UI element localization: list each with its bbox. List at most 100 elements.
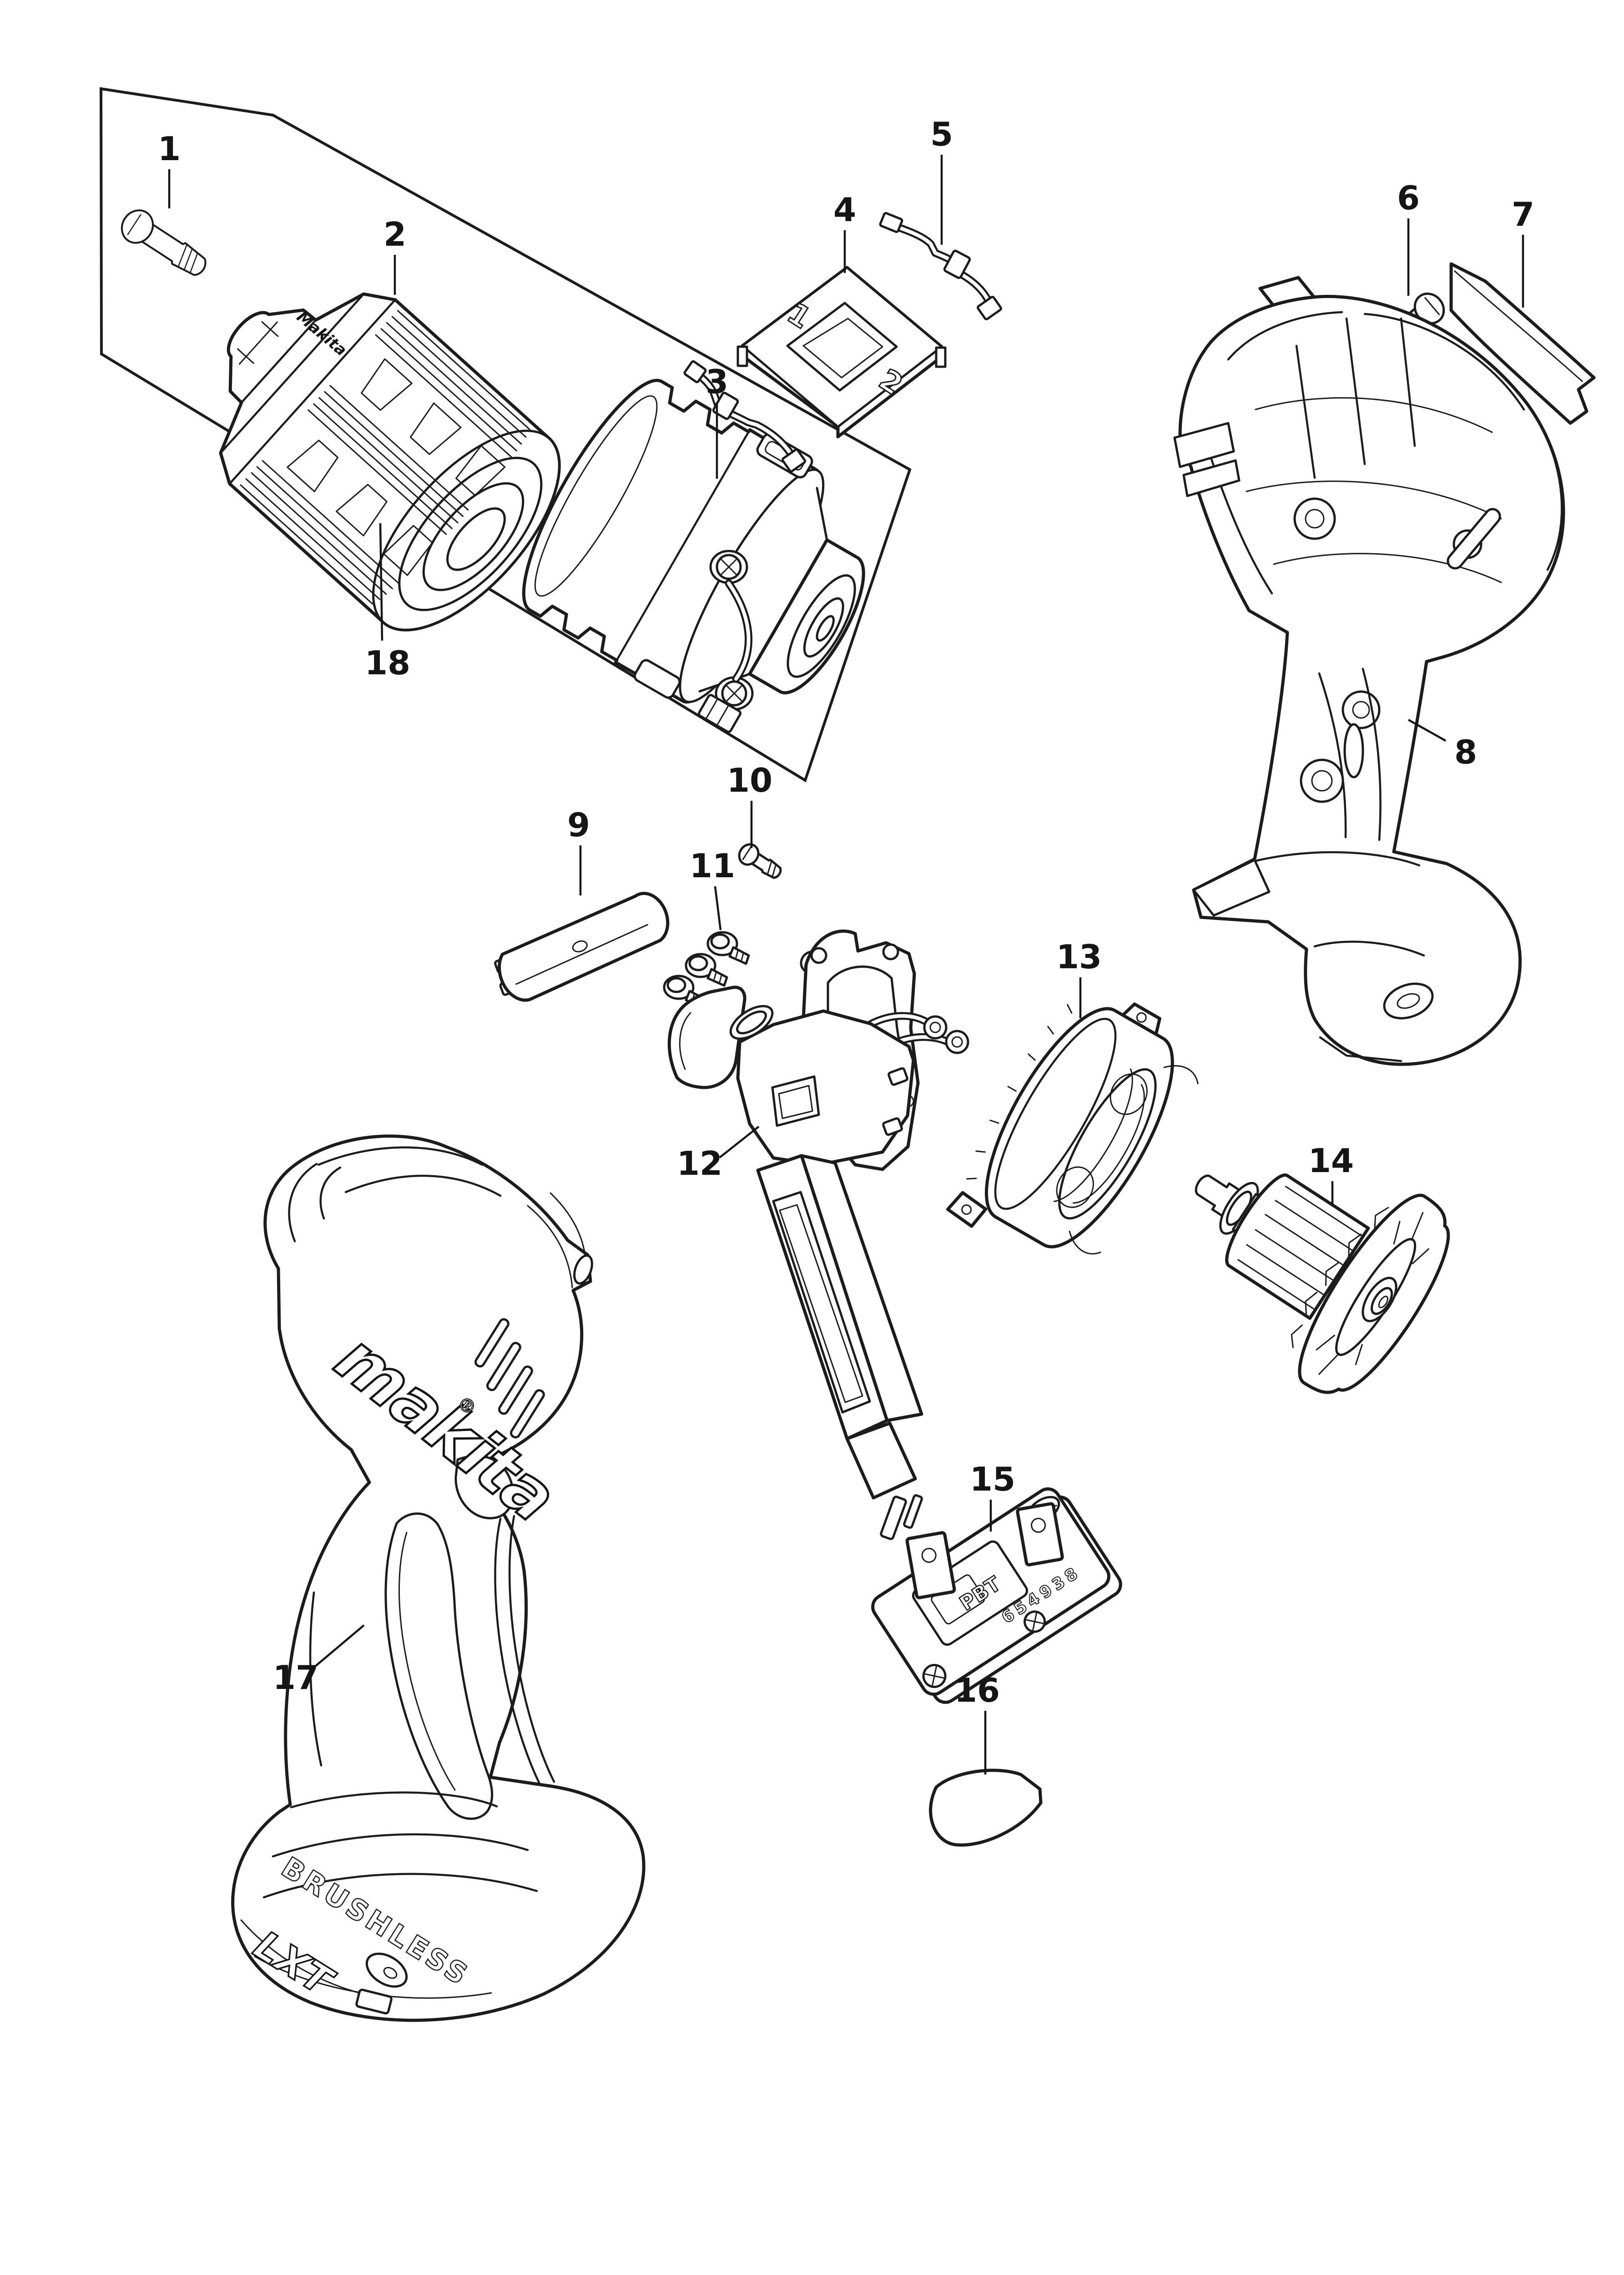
- line-art: [572, 940, 588, 953]
- line-art: [486, 1342, 521, 1391]
- line-art: [116, 204, 212, 283]
- part-2-chuck: [219, 292, 561, 632]
- part-label-16: 16: [954, 1671, 1000, 1709]
- part-label-1: 1: [158, 130, 181, 168]
- line-art: [932, 1666, 937, 1686]
- line-art: [361, 358, 506, 496]
- line-art: [800, 1154, 923, 1422]
- line-art: [1007, 1086, 1017, 1092]
- line-art: [1285, 1186, 1362, 1237]
- line-art: [498, 892, 670, 1002]
- part-label-13: 13: [1056, 938, 1102, 976]
- terminal-tab-left: [905, 1531, 956, 1599]
- part-label-6: 6: [1397, 179, 1420, 217]
- part-16-pad: [929, 1769, 1043, 1847]
- line-art: [1053, 1068, 1145, 1204]
- part-label-10: 10: [727, 761, 772, 799]
- line-art: [1237, 1186, 1362, 1310]
- line-art: [398, 1532, 456, 1791]
- line-art: [287, 358, 506, 576]
- line-art: [365, 1952, 408, 1988]
- line-art: [1378, 1295, 1389, 1309]
- line-art: [923, 1015, 948, 1040]
- line-art: [1454, 270, 1583, 382]
- line-art: [845, 1421, 917, 1500]
- line-art: [975, 1150, 986, 1153]
- line-art: [1178, 295, 1565, 1066]
- line-art: [1343, 723, 1364, 779]
- line-art: [1136, 1012, 1147, 1023]
- part-12-switch-unit: [667, 986, 969, 1577]
- line-art: [474, 1318, 509, 1368]
- line-art: [779, 1204, 863, 1403]
- line-art: [454, 1455, 514, 1520]
- line-art: [1300, 758, 1344, 803]
- line-art: [494, 1515, 555, 1785]
- line-art: [219, 293, 397, 485]
- line-art: [1316, 1212, 1429, 1375]
- part-5-clip-upper: [879, 212, 1002, 320]
- line-art: [573, 1254, 593, 1285]
- line-art: [961, 1204, 972, 1215]
- line-art: [921, 1547, 937, 1563]
- line-art: [1067, 1004, 1073, 1014]
- line-art: [698, 694, 741, 733]
- line-art: [355, 1988, 393, 2015]
- chuck-gear-assembly-box: [99, 87, 912, 783]
- line-art: [1371, 1287, 1393, 1315]
- line-art: [736, 841, 785, 883]
- line-art: [1192, 859, 1271, 917]
- line-art: [736, 345, 748, 367]
- line-art: [943, 249, 971, 279]
- line-art: [945, 1030, 969, 1054]
- part-10-screw: [736, 841, 785, 883]
- line-art: [1028, 1053, 1036, 1061]
- line-art: [510, 1389, 545, 1439]
- line-art: [1110, 1073, 1148, 1115]
- line-art: [1293, 497, 1336, 540]
- line-art: [951, 1036, 963, 1048]
- part-14-rotor: [1195, 1173, 1450, 1394]
- part-17-housing-left: makita ® BRUSHLESS LXT: [231, 1134, 646, 2022]
- line-art: [317, 1146, 502, 1197]
- line-art: [946, 1191, 988, 1228]
- part-9-bit-holder: [494, 892, 670, 1002]
- line-art: [1352, 701, 1370, 719]
- line-art: [727, 581, 751, 681]
- line-art: [705, 698, 719, 720]
- line-art: [683, 360, 707, 384]
- line-art: [929, 1769, 1043, 1847]
- line-art: [1016, 1502, 1064, 1567]
- part-labels: 1 2 3 4 5 6 7 8 9 10 11 12 13 14 15 16 1…: [158, 115, 1534, 1774]
- line-art: [1237, 1259, 1315, 1310]
- line-art: [716, 704, 730, 727]
- line-art: [1275, 1200, 1353, 1251]
- line-art: [309, 1591, 323, 1767]
- part-7-plate: [1449, 262, 1596, 425]
- line-art: [287, 440, 434, 576]
- line-art: [778, 1085, 813, 1119]
- part-8-housing-right: [1173, 276, 1565, 1066]
- line-art: [1291, 1207, 1389, 1349]
- leader-8: [1407, 719, 1447, 742]
- line-art: [1225, 1173, 1370, 1320]
- line-art: [694, 371, 797, 463]
- gear-terminal-block: [698, 694, 741, 733]
- line-art: [1255, 1229, 1333, 1281]
- line-art: [446, 507, 506, 571]
- line-art: [633, 659, 681, 699]
- part-1-screw: [116, 204, 212, 283]
- line-art: [1227, 311, 1563, 571]
- part-13-stator: [946, 1002, 1199, 1255]
- line-art: [288, 1163, 342, 1243]
- line-art: [1412, 1248, 1429, 1264]
- line-art: [1411, 1212, 1424, 1241]
- leader-17: [311, 1624, 365, 1670]
- leader-18: [379, 523, 383, 641]
- housing-vents: [474, 1318, 545, 1439]
- line-art: [989, 1119, 999, 1124]
- line-art: [977, 296, 1002, 320]
- line-art: [1254, 851, 1425, 1062]
- line-art: [240, 310, 530, 605]
- line-art: [527, 1192, 586, 1289]
